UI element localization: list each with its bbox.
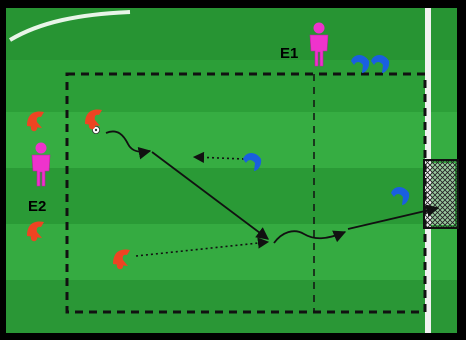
pass-dotted (135, 237, 270, 257)
pitch-surface (6, 8, 457, 333)
pitch-corner-arc (8, 10, 131, 42)
goal-icon (423, 159, 459, 229)
shot-line (347, 204, 440, 230)
coach-label-e1: E1 (280, 45, 298, 62)
dribble-path (105, 130, 152, 160)
pass-diagonal (151, 151, 270, 240)
coach-label-e2: E2 (28, 198, 46, 215)
dribble-wave (273, 230, 347, 244)
support-run-dotted (192, 151, 245, 163)
